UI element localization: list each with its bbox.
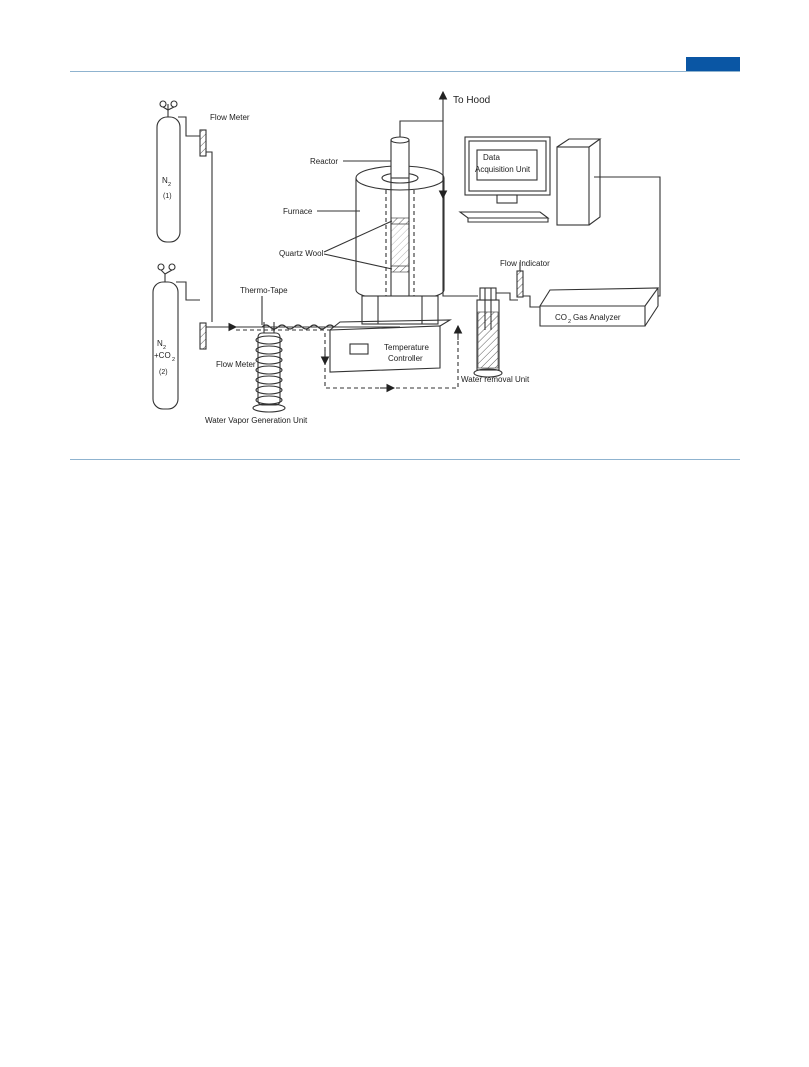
n2-feed-line: [206, 151, 213, 322]
cylinder-1-gas-label: N: [162, 176, 168, 185]
data-acquisition-computer: Data Acquisition Unit: [458, 136, 602, 226]
exhaust-line: To Hood: [399, 90, 490, 297]
co2-analyzer-label-pre: CO: [555, 313, 567, 322]
co2-analyzer-label-post: Gas Analyzer: [573, 313, 621, 322]
temperature-controller: Temperature Controller: [329, 319, 453, 373]
gas-cylinder-n2: N 2 (1): [156, 100, 181, 243]
cylinder-1-number: (1): [163, 193, 172, 200]
flow-indicator-label: Flow Indicator: [500, 259, 550, 268]
apparatus-diagram: N 2 (1) N 2 +CO 2 (2) Flow Meter: [152, 90, 661, 425]
analyzer-signal-line: [594, 176, 661, 297]
cylinder-2-gas-subscript: 2: [163, 345, 166, 351]
thermocouple-loop: [320, 324, 463, 393]
flow-meter-bottom: Flow Meter: [176, 281, 256, 369]
header-rule: [70, 71, 740, 72]
temp-controller-label-2: Controller: [388, 354, 423, 363]
gas-cylinder-n2-co2: N 2 +CO 2 (2): [152, 263, 179, 410]
figure-bottom-rule: [70, 459, 740, 460]
to-hood-label: To Hood: [453, 95, 490, 106]
cylinder-2-number: (2): [159, 369, 168, 376]
flow-meter-bottom-label: Flow Meter: [216, 360, 256, 369]
furnace-stand: [361, 295, 439, 325]
flow-meter-top-label: Flow Meter: [210, 113, 250, 122]
water-vapor-generation-unit: Water Vapor Generation Unit: [205, 322, 308, 425]
cylinder-2-gas-label: N: [157, 339, 163, 348]
co2-analyzer-label-sub: 2: [568, 319, 571, 325]
cylinder-1-gas-subscript: 2: [168, 182, 171, 188]
furnace: Furnace: [283, 165, 445, 318]
thermo-tape-label: Thermo-Tape: [240, 286, 288, 295]
reactor-tube: Reactor: [310, 136, 410, 322]
cylinder-2-plus-subscript: 2: [172, 357, 175, 363]
flow-indicator: Flow Indicator: [496, 259, 550, 308]
daq-label-2: Acquisition Unit: [475, 165, 531, 174]
reactor-label: Reactor: [310, 157, 338, 166]
temp-controller-label-1: Temperature: [384, 343, 429, 352]
furnace-label: Furnace: [283, 207, 313, 216]
water-vapor-label: Water Vapor Generation Unit: [205, 416, 308, 425]
flow-meter-top: Flow Meter: [167, 104, 250, 157]
daq-label-1: Data: [483, 153, 500, 162]
water-removal-label: Water removal Unit: [461, 375, 530, 384]
quartz-wool-pointers: Quartz Wool: [279, 220, 393, 270]
cylinder-2-plus-label: +CO: [154, 351, 171, 360]
header-accent-tab: [686, 57, 740, 71]
co2-gas-analyzer: CO 2 Gas Analyzer: [539, 287, 660, 327]
quartz-wool-label: Quartz Wool: [279, 249, 324, 258]
water-removal-unit: Water removal Unit: [461, 287, 530, 384]
